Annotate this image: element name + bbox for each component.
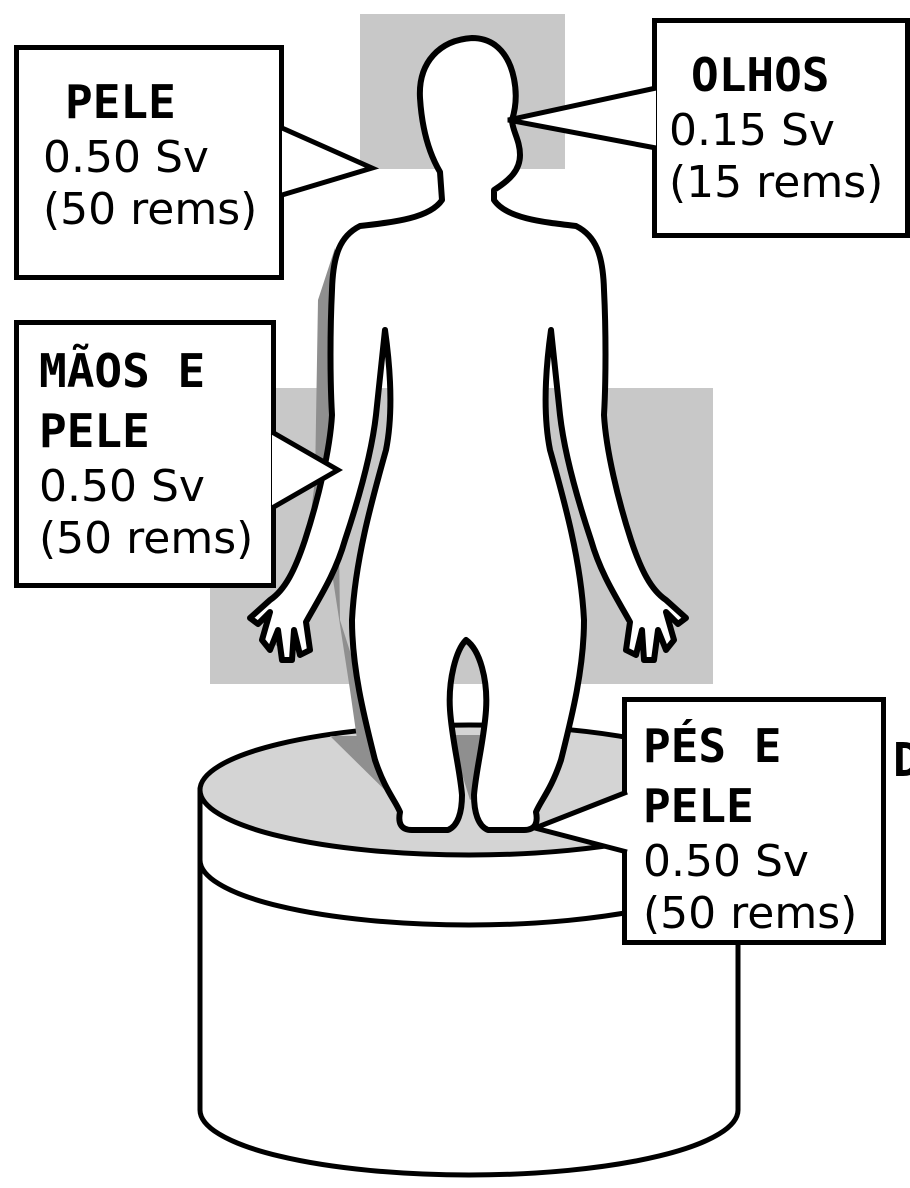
callout-pes-value: 0.50 Sv <box>643 836 881 888</box>
callout-pele-value: 0.50 Sv <box>43 132 279 184</box>
callout-maos-title-line1: MÃOS E <box>39 341 271 401</box>
callout-pes: PÉS E PELE 0.50 Sv (50 rems) <box>622 697 886 945</box>
callout-olhos-value: 0.15 Sv <box>669 105 905 157</box>
callout-pele-alt: (50 rems) <box>43 184 279 236</box>
callout-pes-title-line2: PELE <box>643 776 881 836</box>
callout-maos-value: 0.50 Sv <box>39 461 271 513</box>
callout-maos-title-line2: PELE <box>39 401 271 461</box>
callout-pele-title: PELE <box>43 72 279 132</box>
callout-olhos: OLHOS 0.15 Sv (15 rems) <box>652 18 910 238</box>
callout-pele: PELE 0.50 Sv (50 rems) <box>14 45 284 280</box>
callout-olhos-title: OLHOS <box>669 45 905 105</box>
callout-maos-alt: (50 rems) <box>39 513 271 565</box>
callout-pes-title-line1: PÉS E <box>643 716 881 776</box>
callout-maos: MÃOS E PELE 0.50 Sv (50 rems) <box>14 320 276 588</box>
cut-off-edge-text: D <box>893 730 910 790</box>
callout-pes-alt: (50 rems) <box>643 888 881 940</box>
human-body-outline <box>250 38 686 830</box>
callout-olhos-alt: (15 rems) <box>669 157 905 209</box>
